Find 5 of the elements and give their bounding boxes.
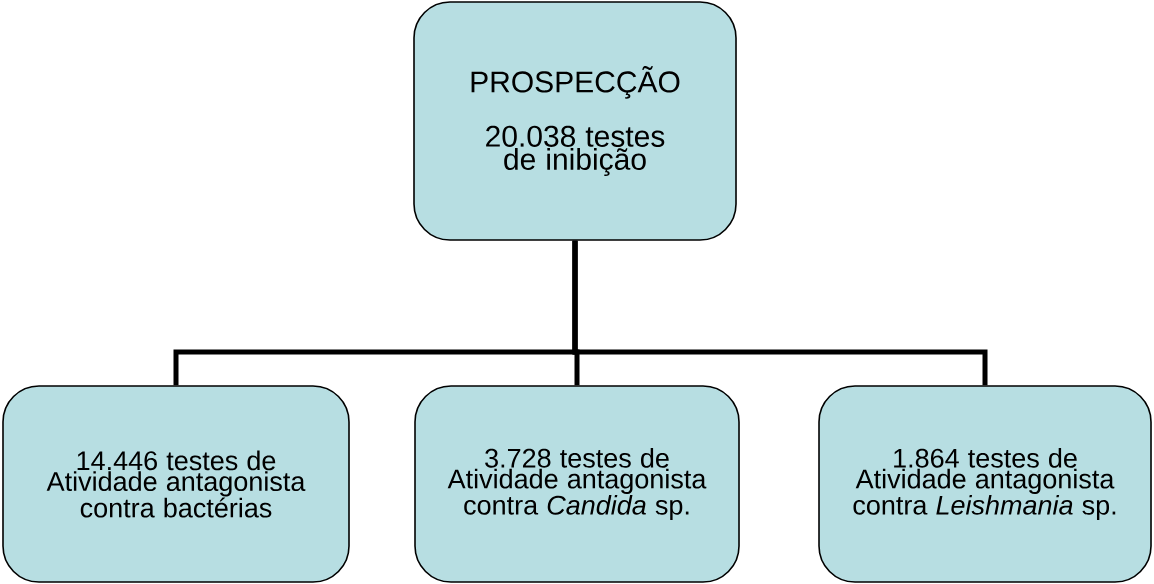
connector-line	[572, 240, 988, 386]
process-box: PROSPECÇÃO 20.038 testes de inibição	[413, 1, 737, 241]
process-box: 3.728 testes de Atividade antagonista contra Candida sp.	[414, 385, 740, 583]
process-box: 14.446 testes de Atividade antagonista contra bactérias	[2, 385, 350, 583]
process-box: 1.864 testes de Atividade antagonista contra Leishmania sp.	[818, 385, 1152, 583]
